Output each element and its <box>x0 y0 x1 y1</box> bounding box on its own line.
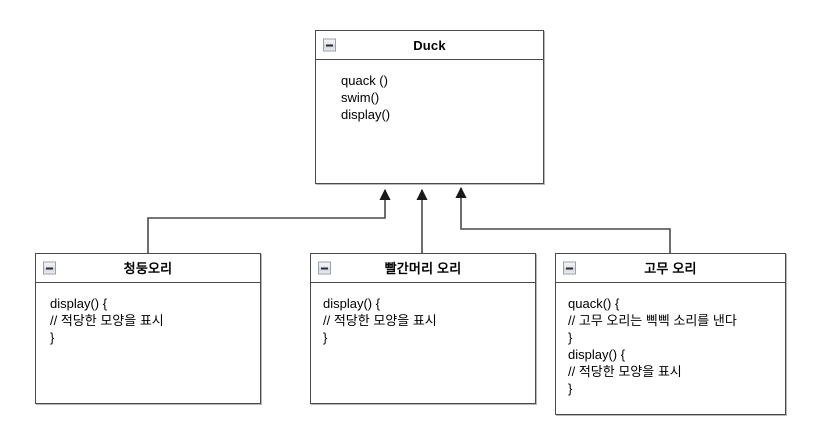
class-header-rubber: 고무 오리 <box>556 254 785 283</box>
member-line: swim() <box>341 90 380 105</box>
member-line: // 적당한 모양을 표시 <box>50 313 164 328</box>
member-line: // 적당한 모양을 표시 <box>568 364 682 379</box>
class-members-mallard: display() { // 적당한 모양을 표시 } <box>36 283 260 346</box>
member-line: } <box>568 330 573 345</box>
class-header-duck: Duck <box>316 31 543 60</box>
class-name-redhead: 빨간머리 오리 <box>384 260 462 276</box>
member-line: // 고무 오리는 삑삑 소리를 낸다 <box>568 313 737 328</box>
class-name-duck: Duck <box>413 37 446 53</box>
member-line: display() { <box>50 296 108 311</box>
member-line: } <box>50 330 55 345</box>
class-name-rubber: 고무 오리 <box>644 260 697 276</box>
class-header-redhead: 빨간머리 오리 <box>311 254 535 283</box>
class-header-mallard: 청둥오리 <box>36 254 260 283</box>
member-line: } <box>323 330 328 345</box>
member-line: quack() { <box>568 296 620 311</box>
member-line: display() <box>341 107 391 122</box>
class-box-redhead[interactable]: 빨간머리 오리 display() { // 적당한 모양을 표시 } <box>310 253 536 404</box>
class-members-duck: quack () swim() display() <box>316 60 543 123</box>
minus-icon[interactable] <box>318 261 331 275</box>
member-line: display() { <box>568 347 626 362</box>
minus-icon[interactable] <box>43 261 56 275</box>
member-line: quack () <box>341 73 388 88</box>
member-line: } <box>568 381 573 396</box>
minus-icon[interactable] <box>563 261 576 275</box>
class-members-rubber: quack() { // 고무 오리는 삑삑 소리를 낸다 } display(… <box>556 283 785 397</box>
member-line: display() { <box>323 296 381 311</box>
member-line: // 적당한 모양을 표시 <box>323 313 437 328</box>
class-box-rubber[interactable]: 고무 오리 quack() { // 고무 오리는 삑삑 소리를 낸다 } di… <box>555 253 786 415</box>
connector-rubber-to-duck <box>455 186 671 253</box>
minus-icon[interactable] <box>323 38 336 52</box>
class-box-mallard[interactable]: 청둥오리 display() { // 적당한 모양을 표시 } <box>35 253 261 404</box>
connector-mallard-to-duck <box>147 188 391 253</box>
class-members-redhead: display() { // 적당한 모양을 표시 } <box>311 283 535 346</box>
class-box-duck[interactable]: Duck quack () swim() display() <box>315 30 544 184</box>
class-name-mallard: 청둥오리 <box>123 260 173 276</box>
